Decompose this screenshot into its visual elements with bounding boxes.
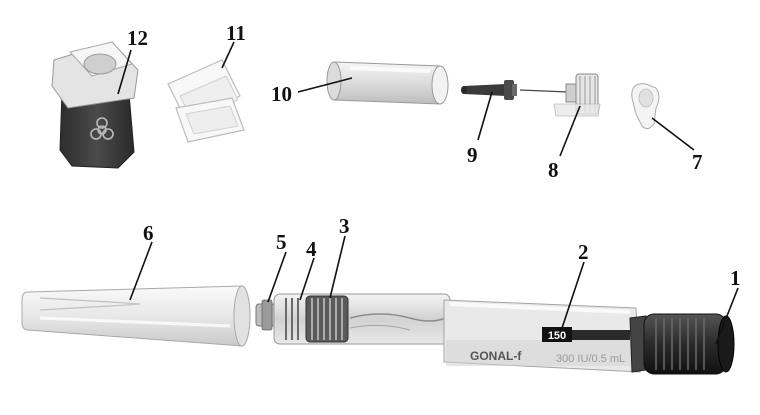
piston — [305, 295, 349, 343]
leader-10 — [297, 77, 353, 93]
leader-9 — [477, 91, 493, 141]
callout-8: 8 — [548, 158, 559, 182]
pen-strength-label: 300 IU/0.5 mL — [556, 353, 625, 365]
dosage-knob — [629, 313, 735, 375]
callout-numbers: 12 11 10 9 8 7 6 5 4 3 2 1 — [127, 21, 741, 290]
dose-display-window: 150 — [542, 327, 630, 342]
callout-6: 6 — [143, 221, 154, 245]
leader-11 — [221, 41, 235, 69]
callout-2: 2 — [578, 240, 589, 264]
needle — [519, 73, 601, 117]
sharps-container — [51, 41, 139, 169]
dose-window-value: 150 — [548, 330, 566, 342]
inner-needle-shield — [461, 80, 517, 100]
leader-6 — [129, 241, 153, 301]
callout-1: 1 — [730, 266, 741, 290]
leader-3 — [329, 235, 346, 299]
leader-8 — [559, 105, 581, 157]
leader-7 — [651, 117, 695, 151]
cartridge-holder — [273, 293, 451, 345]
callout-4: 4 — [306, 237, 317, 261]
pen-cap — [21, 285, 251, 347]
callout-9: 9 — [467, 143, 478, 167]
pen-assembly: 150 GONAL-f 300 IU/0.5 mL — [255, 293, 735, 375]
leader-12 — [117, 49, 132, 95]
callout-7: 7 — [692, 150, 703, 174]
callout-5: 5 — [276, 230, 287, 254]
pen-brand-label: GONAL-f — [470, 349, 522, 363]
outer-needle-cap — [326, 61, 449, 105]
biohazard-icon — [90, 117, 114, 140]
leader-lines — [117, 41, 739, 345]
callout-3: 3 — [339, 214, 350, 238]
leader-1 — [715, 287, 739, 345]
callout-12: 12 — [127, 26, 148, 50]
callout-10: 10 — [271, 82, 292, 106]
leader-5 — [267, 251, 287, 303]
needle-seal-tab — [631, 83, 660, 130]
leader-2 — [561, 261, 585, 329]
threaded-tip — [255, 299, 277, 331]
leader-4 — [299, 257, 315, 301]
alcohol-swabs — [167, 59, 245, 143]
callout-11: 11 — [226, 21, 246, 45]
